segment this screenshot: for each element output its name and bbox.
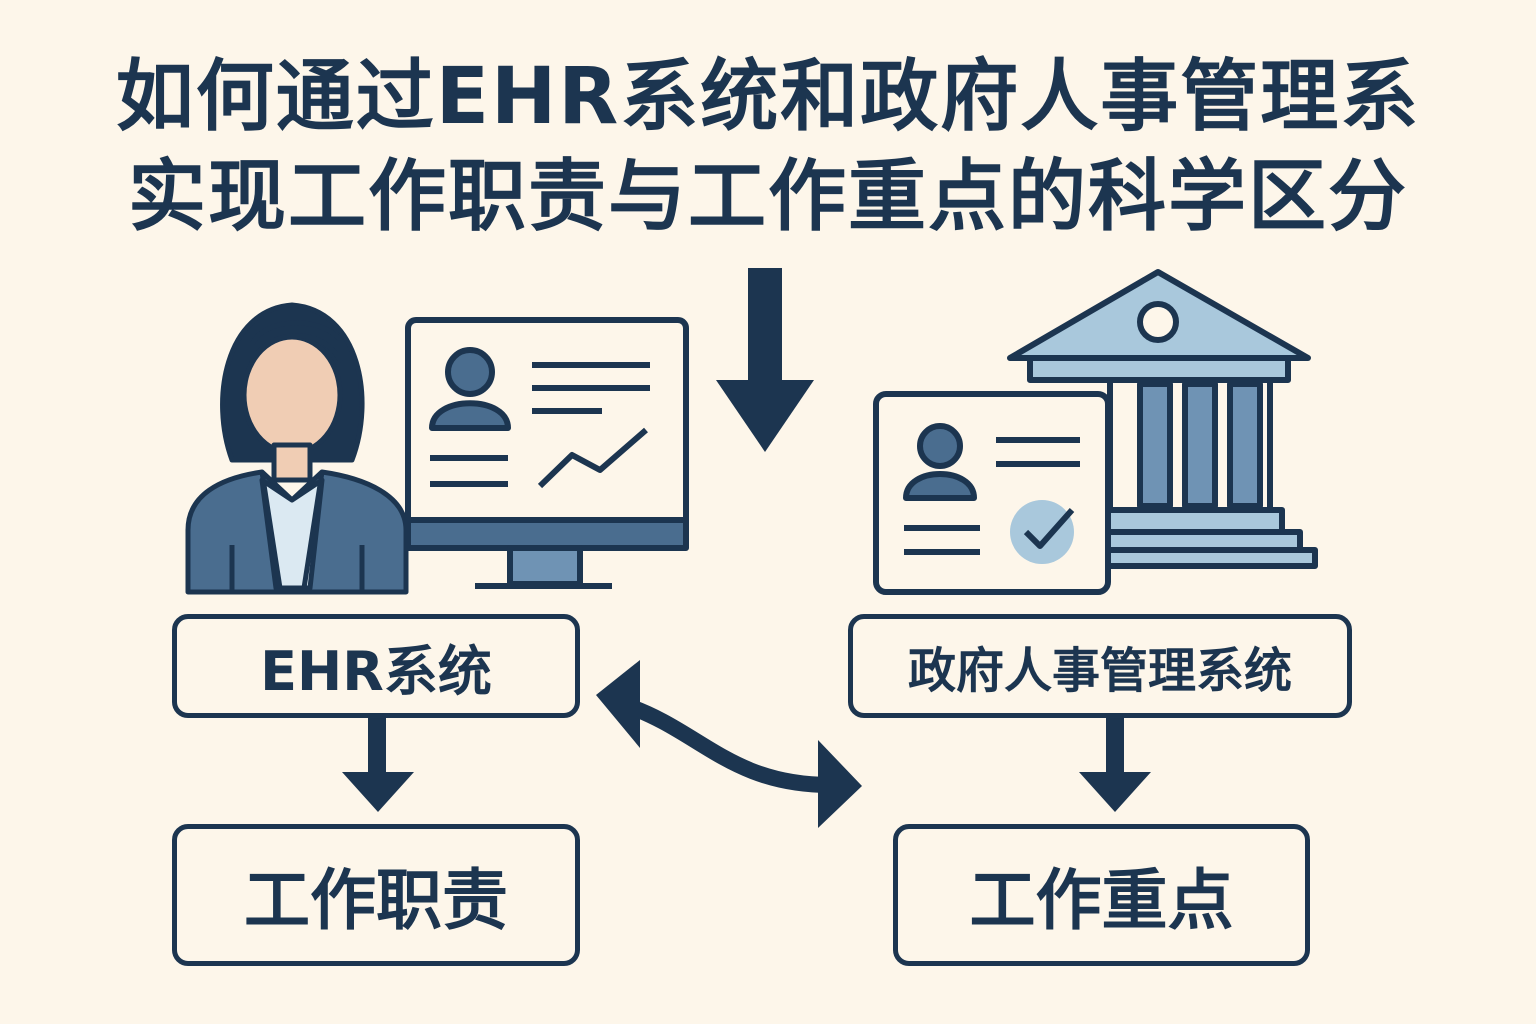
- down-arrow-icon: [716, 268, 814, 452]
- bidirectional-arrow-icon: [596, 660, 862, 828]
- arrow-ehr-to-duties-icon: [342, 718, 414, 812]
- monitor-icon: [405, 317, 689, 589]
- work-focus-node: 工作重点: [893, 824, 1310, 966]
- arrow-gov-to-focus-icon: [1079, 718, 1151, 812]
- title-line-1: 如何通过EHR系统和政府人事管理系: [115, 52, 1421, 142]
- government-building-icon: [1007, 269, 1318, 569]
- gov-system-node: 政府人事管理系统: [848, 614, 1352, 718]
- person-icon: [185, 302, 409, 595]
- profile-card-icon: [873, 391, 1111, 595]
- ehr-system-node: EHR系统: [172, 614, 580, 718]
- checkmark-badge-icon: [1010, 500, 1074, 564]
- title-line-2: 实现工作职责与工作重点的科学区分: [127, 152, 1408, 242]
- work-duties-node: 工作职责: [172, 824, 580, 966]
